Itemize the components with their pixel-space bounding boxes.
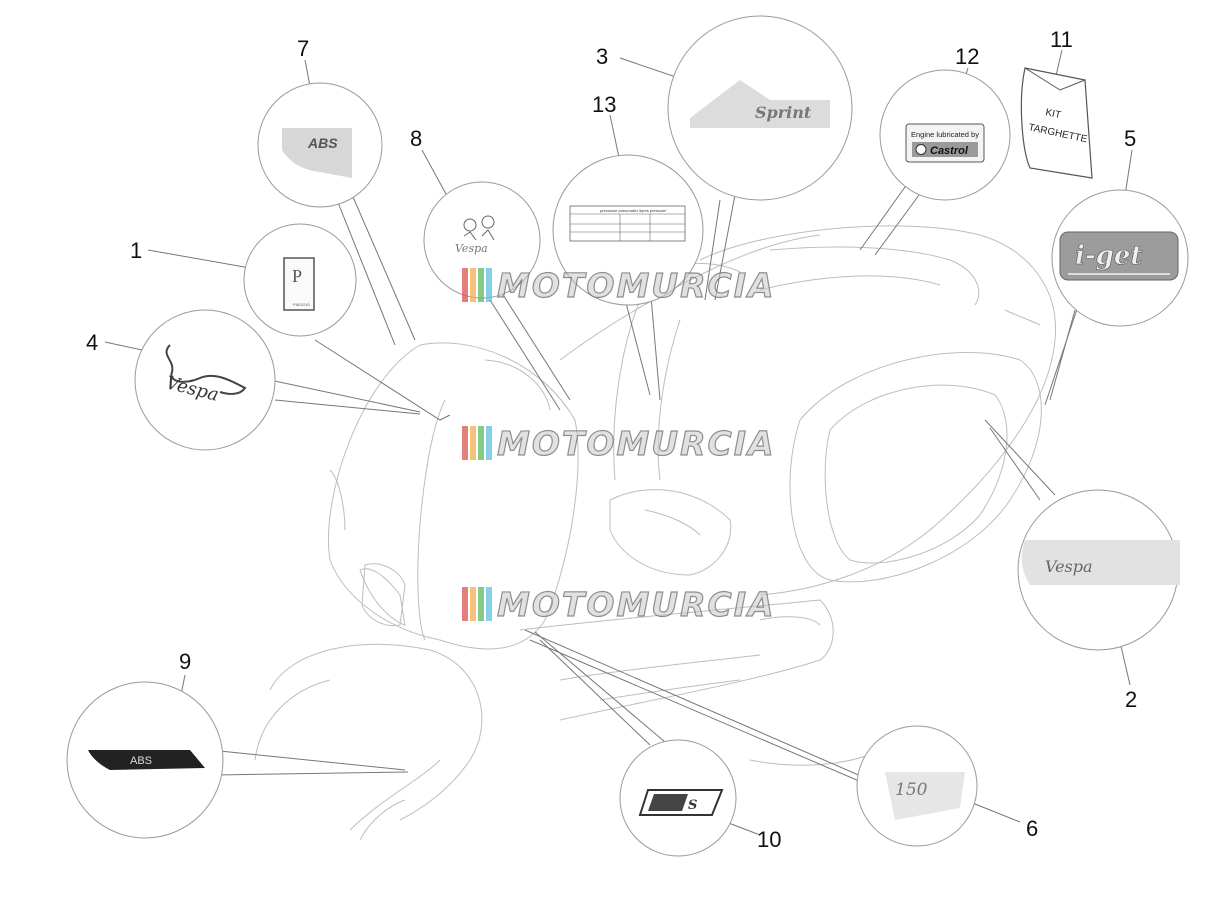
tyre-pressure-label: pressione pneumatici /tyres pressure/ [569, 205, 686, 242]
callout-7: 7 [297, 36, 309, 61]
callout-11: 11 [1050, 27, 1073, 52]
castrol-line1: Engine lubricated by [911, 130, 979, 139]
iget-decal: i-get [1059, 231, 1179, 281]
callout-1: 1 [130, 238, 142, 263]
piaggio-badge: P PIAGGIO [283, 257, 315, 311]
callout-8: 8 [410, 126, 422, 151]
tyre-pressure-title: pressione pneumatici /tyres pressure/ [600, 208, 667, 213]
abs-mudguard-label: ABS [130, 755, 152, 767]
side-vespa-label: Vespa [1045, 557, 1093, 576]
callout-4: 4 [86, 330, 98, 355]
side-vespa-decal: Vespa [1021, 540, 1180, 585]
callout-5: 5 [1124, 126, 1136, 151]
callout-13: 13 [592, 92, 616, 117]
callout-2: 2 [1125, 687, 1137, 712]
displacement-decal: 150 [885, 772, 965, 820]
svg-text:P: P [292, 266, 302, 286]
callout-10: 10 [757, 827, 781, 852]
castrol-line2: Castrol [930, 145, 969, 157]
scooter-sketch [254, 225, 1057, 841]
callout-numbers: 1 2 3 4 5 6 7 8 9 10 11 12 13 [86, 27, 1137, 852]
piaggio-label: PIAGGIO [293, 302, 310, 307]
sprint-decal: Sprint [690, 80, 830, 128]
abs-front-label: ABS [307, 135, 338, 151]
callout-9: 9 [179, 649, 191, 674]
abs-front-decal: ABS [282, 128, 352, 178]
displacement-label: 150 [895, 780, 928, 800]
sprint-label: Sprint [755, 103, 812, 122]
s-badge-label: S [688, 798, 697, 813]
abs-mudguard-decal: ABS [88, 750, 205, 770]
callout-12: 12 [955, 44, 979, 69]
vespa-family-decal: Vespa [455, 215, 495, 255]
castrol-label: Engine lubricated by Castrol [905, 123, 985, 163]
s-badge: S [638, 789, 724, 816]
callout-6: 6 [1026, 816, 1038, 841]
svg-text:Vespa: Vespa [455, 242, 488, 255]
kit-line1: KIT [1044, 107, 1062, 121]
callout-3: 3 [596, 44, 608, 69]
detail-circles [66, 15, 1189, 857]
kit-targhette: KIT TARGHETTE [1020, 67, 1093, 179]
iget-label: i-get [1075, 241, 1142, 271]
